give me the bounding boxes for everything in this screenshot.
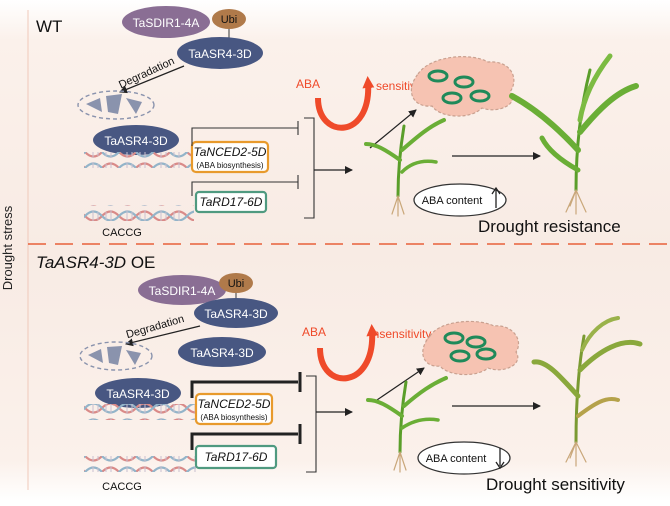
chloroplast-icon <box>449 349 471 363</box>
wt-outcome: Drought resistance <box>478 217 621 236</box>
oe-motif-label: CACCG <box>102 481 142 493</box>
chloroplast-icon <box>465 335 487 349</box>
rd17-gene-box <box>194 444 278 470</box>
rd17-gene-box <box>194 190 268 214</box>
oe-wilted-plant-icon <box>531 316 643 467</box>
chloroplast-icon <box>443 331 465 345</box>
asr-free-protein <box>178 337 266 367</box>
degraded-protein-fragments <box>79 341 153 371</box>
nced-gene-box <box>194 392 274 426</box>
sdir-protein <box>138 275 226 305</box>
wt-rd17-gene: TaRD17-6D <box>200 195 263 209</box>
wt-stomata-cell <box>410 56 515 117</box>
wt-aba-label: ABA <box>296 77 320 91</box>
oe-ubi-label: Ubi <box>228 278 245 290</box>
oe-aba-content-bubble <box>417 441 511 475</box>
ubi-tag <box>212 9 246 29</box>
wt-healthy-plant-icon <box>509 53 639 215</box>
oe-stomata-cell <box>422 320 520 376</box>
wt-asr-complex-label: TaASR4-3D <box>188 47 252 61</box>
oe-title-suffix: OE <box>126 253 155 272</box>
dna-strand-rd17 <box>84 456 196 472</box>
oe-title-gene: TaASR4-3D <box>36 253 126 272</box>
asr-protein-complex <box>194 298 278 328</box>
wt-panel: WT TaSDIR1-4A Ubi TaASR4-3D Degradation … <box>36 6 639 239</box>
oe-rd17-gene: TaRD17-6D <box>205 450 268 464</box>
oe-panel: TaASR4-3D OE TaSDIR1-4A Ubi TaASR4-3D De… <box>36 253 643 494</box>
arrow-down-icon <box>495 448 505 470</box>
oe-asr-complex-label: TaASR4-3D <box>204 307 268 321</box>
oe-aba-label: ABA <box>302 325 326 339</box>
side-label: Drought stress <box>0 205 15 290</box>
dna-strand-rd17 <box>84 205 194 221</box>
chloroplast-icon <box>475 347 497 361</box>
wt-motif-label: CACCG <box>102 227 142 239</box>
oe-bracket <box>306 375 317 473</box>
oe-aba-content: ABA content <box>426 453 487 465</box>
wt-ubi-label: Ubi <box>221 14 238 26</box>
oe-asr-promoter-label: TaASR4-3D <box>106 387 170 401</box>
inhibition-lines <box>191 121 299 196</box>
plant-to-cell-arrow <box>369 109 417 149</box>
degradation-arrow <box>119 65 185 94</box>
wt-asr-promoter-label: TaASR4-3D <box>104 134 168 148</box>
wt-aba-content-bubble <box>413 183 507 217</box>
oe-nced-gene: TaNCED2-5D <box>198 397 271 411</box>
wt-bracket <box>304 117 315 219</box>
chloroplast-icon <box>427 69 449 83</box>
oe-outcome: Drought sensitivity <box>486 475 625 494</box>
wt-sdir-label: TaSDIR1-4A <box>133 16 200 30</box>
dna-strand-nced <box>84 152 194 168</box>
ubi-tag <box>219 273 253 293</box>
wt-aba-curved-arrow <box>315 76 375 131</box>
asr-protein-complex <box>177 37 263 69</box>
wt-nced-note: (ABA biosynthesis) <box>196 161 263 170</box>
wt-title: WT <box>36 17 62 36</box>
oe-title: TaASR4-3D OE <box>36 253 155 272</box>
oe-aba-response: insensitivity <box>370 327 431 341</box>
wt-aba-content: ABA content <box>422 195 483 207</box>
dna-strand-nced <box>84 404 196 420</box>
nced-gene-box <box>190 140 270 174</box>
degradation-arrow <box>125 325 201 347</box>
wt-seedling-icon <box>364 118 446 217</box>
inhibition-lines <box>190 372 302 450</box>
degraded-protein-fragments <box>77 90 155 120</box>
asr-promoter-binding <box>93 125 179 155</box>
wt-nced-gene: TaNCED2-5D <box>194 145 267 159</box>
oe-aba-curved-arrow <box>317 324 379 382</box>
arrow-up-icon <box>491 186 501 208</box>
oe-asr-free-label: TaASR4-3D <box>190 346 254 360</box>
asr-promoter-binding <box>95 378 181 408</box>
oe-seedling-icon <box>366 376 448 473</box>
chloroplast-icon <box>453 75 475 89</box>
chloroplast-icon <box>469 89 491 103</box>
plant-to-cell-arrow <box>373 367 425 403</box>
chloroplast-icon <box>441 91 463 105</box>
oe-nced-note: (ABA biosynthesis) <box>200 413 267 422</box>
oe-sdir-label: TaSDIR1-4A <box>149 284 216 298</box>
sdir-protein <box>122 6 210 38</box>
